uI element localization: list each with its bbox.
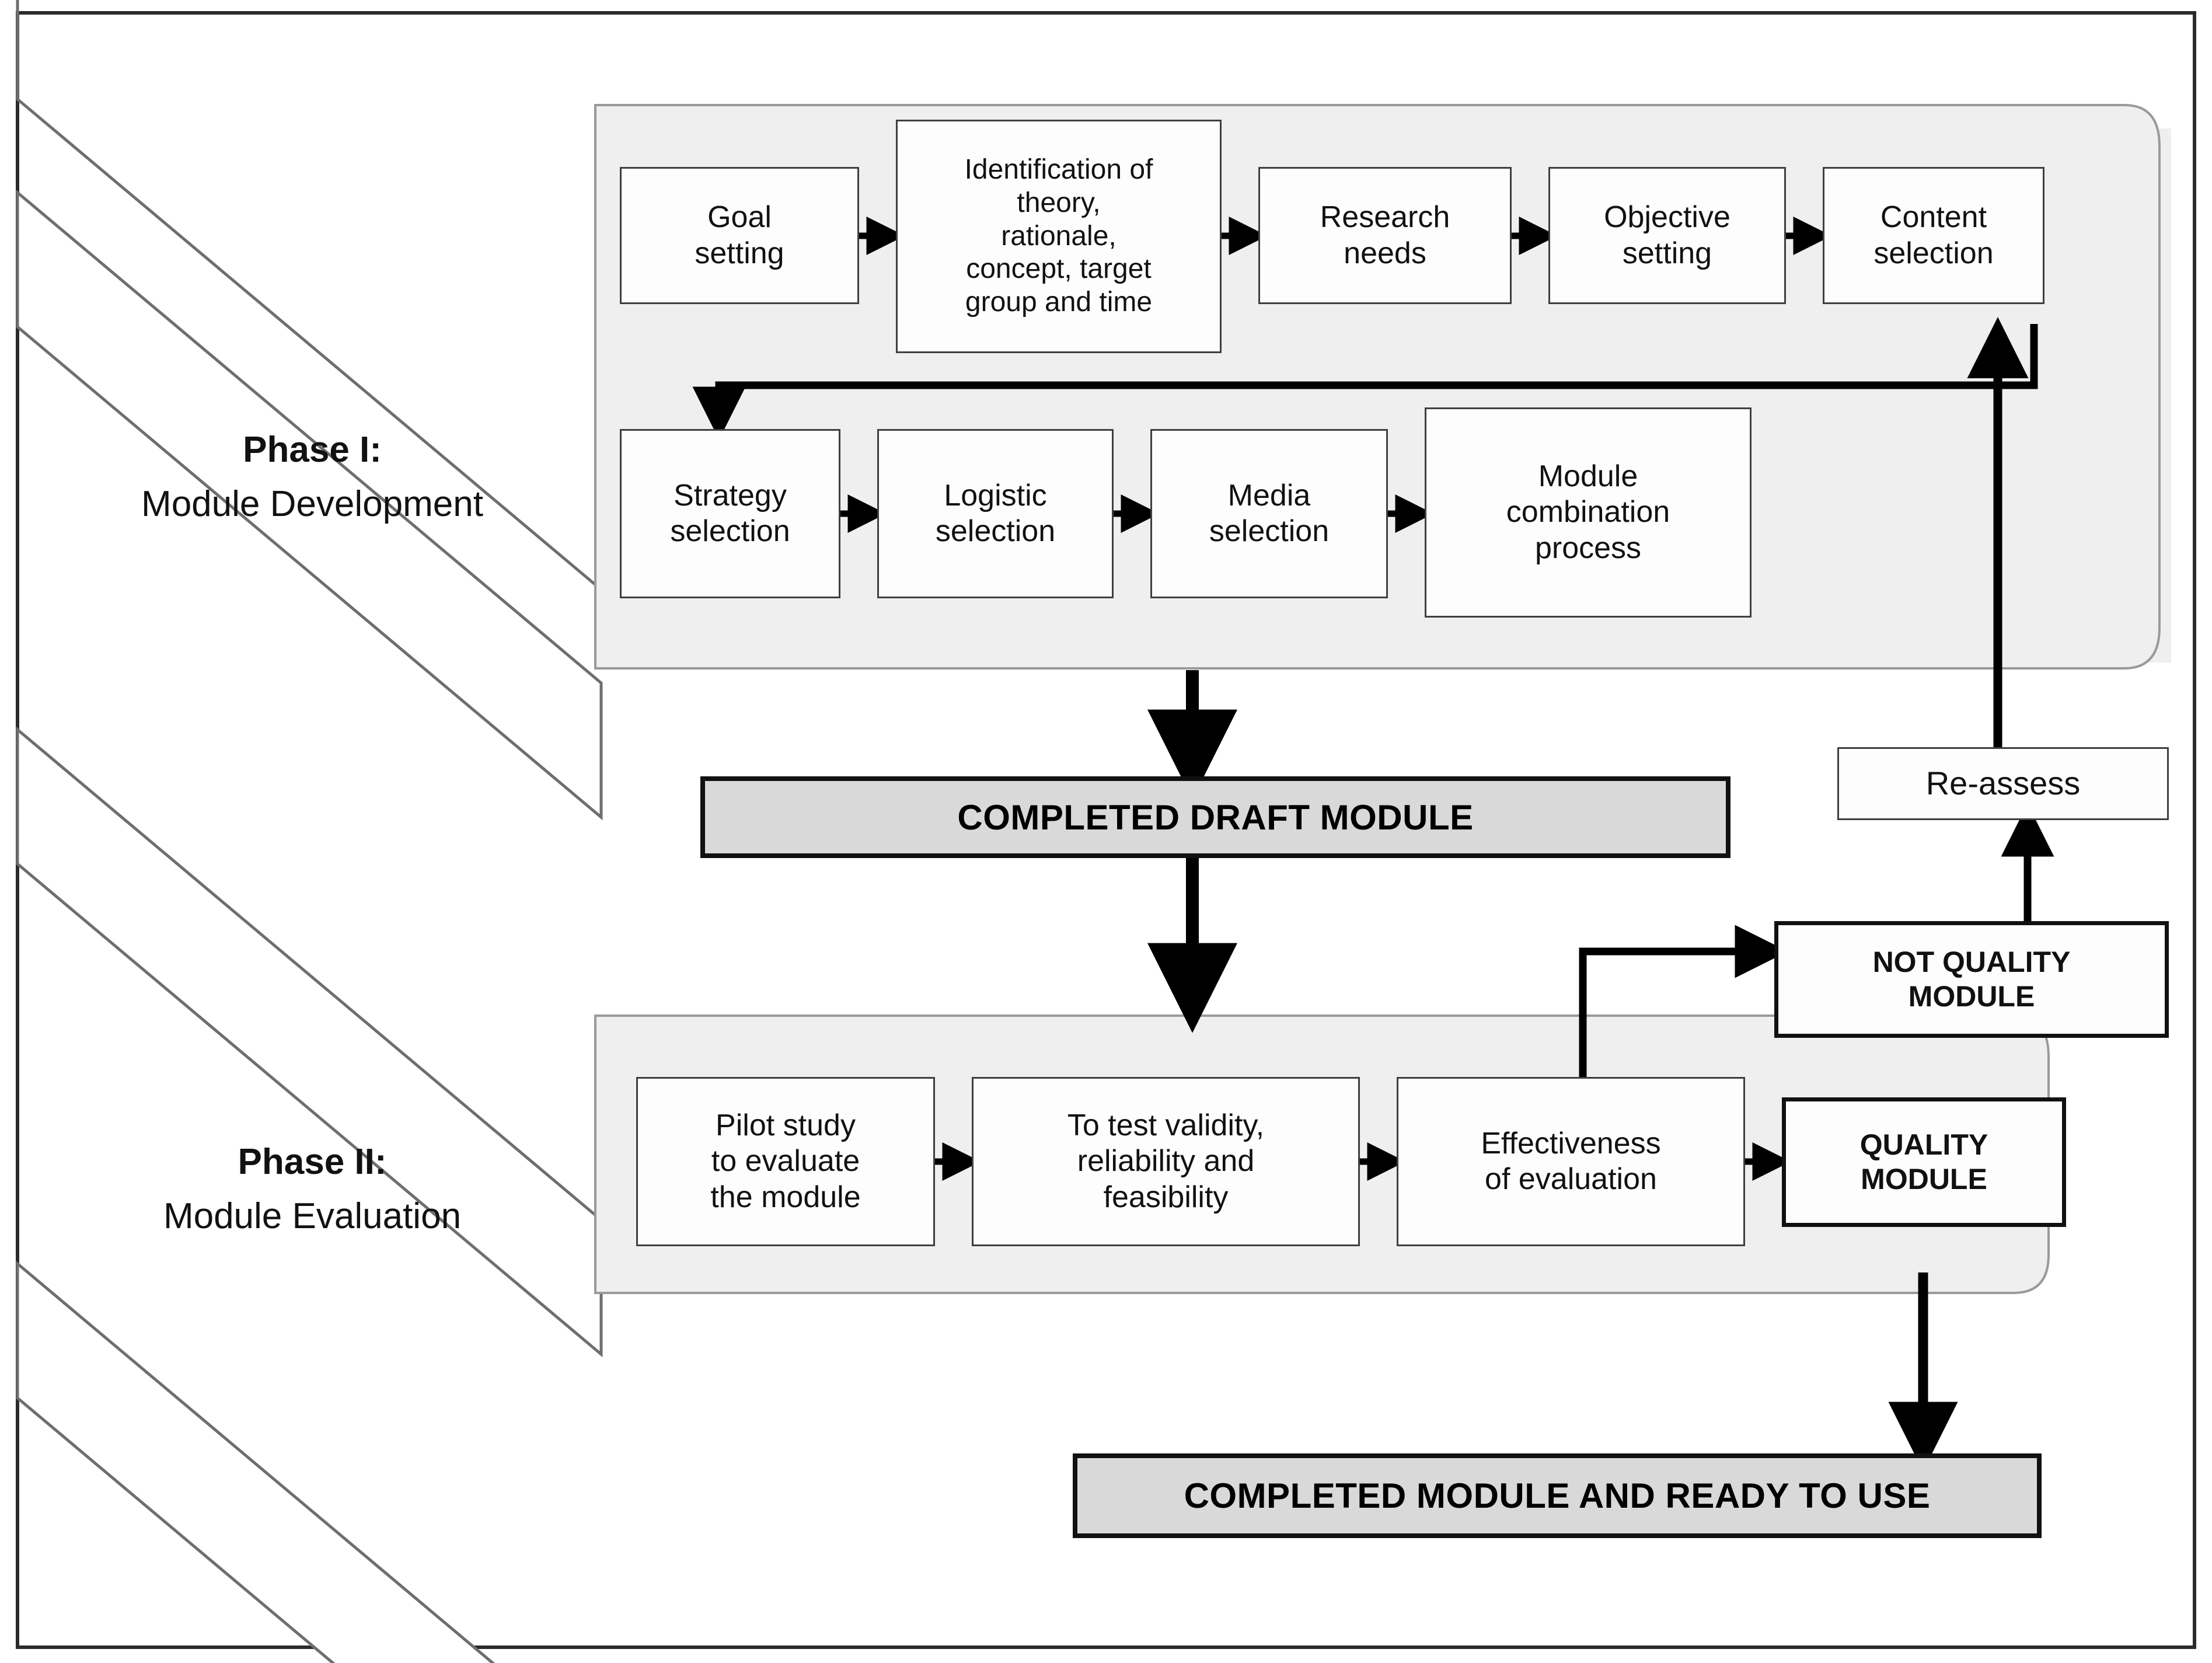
phase-1-label-line2: Module Development	[141, 484, 483, 524]
phase-2-label-line2: Module Evaluation	[163, 1196, 462, 1236]
banner-completed-module-ready: COMPLETED MODULE AND READY TO USE	[1073, 1453, 2042, 1538]
node-re-assess[interactable]: Re-assess	[1837, 747, 2169, 820]
chevron-phase-2	[16, 726, 603, 1358]
phase-1-label: Phase I: Module Development	[35, 429, 589, 525]
node-re-assess-label: Re-assess	[1925, 765, 2081, 802]
phase-2-label-line1: Phase II:	[238, 1142, 387, 1182]
banner-completed-draft-module: COMPLETED DRAFT MODULE	[700, 776, 1730, 858]
chevron-phase-1	[16, 189, 603, 821]
banner-completed-draft-module-label: COMPLETED DRAFT MODULE	[957, 797, 1474, 837]
arrow-content-to-strategy	[692, 324, 2038, 440]
banner-completed-module-ready-label: COMPLETED MODULE AND READY TO USE	[1184, 1476, 1931, 1515]
arrow-effectiveness-to-not-quality	[1579, 925, 1788, 1077]
phase-1-label-line1: Phase I:	[243, 430, 382, 470]
chevron-bottom	[16, 1260, 496, 1663]
phase-2-label: Phase II: Module Evaluation	[35, 1141, 589, 1237]
